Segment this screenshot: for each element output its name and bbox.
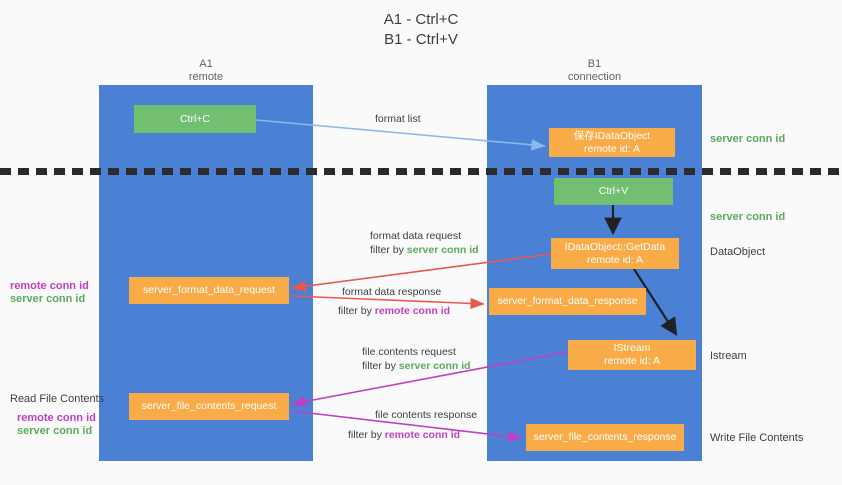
edge-label-format-data-response: format data response filter by remote co… bbox=[338, 285, 451, 318]
caption-remote-conn-id-2: remote conn id bbox=[17, 412, 96, 424]
edge-label-format-list: format list bbox=[375, 112, 421, 126]
node-server-format-data-request[interactable]: server_format_data_request bbox=[129, 277, 289, 304]
node-server-file-contents-response-label: server_file_contents_response bbox=[533, 431, 677, 443]
caption-istream: Istream bbox=[710, 350, 747, 362]
caption-write-file-contents: Write File Contents bbox=[710, 432, 804, 444]
node-server-file-contents-response[interactable]: server_file_contents_response bbox=[526, 424, 684, 451]
caption-server-conn-id-top: server conn id bbox=[710, 133, 786, 145]
edge-label-format-data-request: format data request filter by server con… bbox=[370, 229, 479, 257]
edge-label-file-contents-request: file contents request filter by server c… bbox=[362, 345, 471, 373]
node-server-file-contents-request-label: server_file_contents_request bbox=[141, 400, 277, 412]
node-istream-line2: remote id: A bbox=[603, 355, 661, 367]
edge-file-contents-response-filter-prefix: filter by bbox=[348, 429, 385, 441]
column-header-a1: A1 remote bbox=[188, 58, 224, 83]
edge-file-contents-request-text: file contents request bbox=[362, 346, 456, 358]
phase-divider bbox=[0, 168, 842, 175]
node-ctrl-v-label: Ctrl+V bbox=[598, 185, 629, 197]
node-server-file-contents-request[interactable]: server_file_contents_request bbox=[129, 393, 289, 420]
edge-label-file-contents-response: file contents response filter by remote … bbox=[348, 408, 478, 442]
edge-file-contents-request-filter-prefix: filter by bbox=[362, 360, 399, 372]
caption-server-conn-id-1: server conn id bbox=[10, 293, 86, 305]
caption-server-conn-id-mid: server conn id bbox=[710, 211, 786, 223]
edge-file-contents-response-text: file contents response bbox=[375, 409, 478, 421]
node-getdata-line2: remote id: A bbox=[586, 253, 644, 266]
node-istream-line1: IStream bbox=[613, 342, 651, 354]
node-ctrl-v[interactable]: Ctrl+V bbox=[554, 178, 673, 205]
edge-format-data-request-filter-value: server conn id bbox=[406, 244, 479, 256]
caption-dataobject: DataObject bbox=[710, 246, 766, 258]
edge-format-data-response-filter-prefix: filter by bbox=[338, 305, 375, 317]
node-istream[interactable]: IStream remote id: A bbox=[568, 340, 696, 370]
column-header-b1: B1 connection bbox=[567, 58, 622, 83]
node-getdata-line1: IDataObject::GetData bbox=[564, 240, 666, 253]
node-server-format-data-response-label: server_format_data_response bbox=[497, 295, 638, 307]
edge-format-data-request-filter-prefix: filter by bbox=[370, 244, 407, 256]
edge-label-format-list-text: format list bbox=[375, 113, 421, 125]
node-server-format-data-request-label: server_format_data_request bbox=[143, 284, 275, 296]
caption-server-conn-id-2: server conn id bbox=[17, 425, 93, 437]
caption-remote-conn-id-1: remote conn id bbox=[10, 280, 89, 292]
page-title: A1 - Ctrl+C B1 - Ctrl+V bbox=[383, 11, 459, 48]
node-ctrl-c-label: Ctrl+C bbox=[179, 112, 211, 125]
edge-format-data-request-text: format data request bbox=[370, 230, 462, 242]
edge-format-data-response-filter-value: remote conn id bbox=[374, 305, 451, 317]
caption-read-file-contents: Read File Contents bbox=[10, 393, 105, 405]
edge-format-data-response-text: format data response bbox=[342, 286, 442, 298]
node-save-idataobject-line1: 保存IDataObject bbox=[573, 129, 651, 142]
edge-file-contents-response-filter-value: remote conn id bbox=[384, 429, 461, 441]
node-save-idataobject[interactable]: 保存IDataObject remote id: A bbox=[549, 128, 675, 157]
node-ctrl-c[interactable]: Ctrl+C bbox=[134, 105, 256, 133]
node-save-idataobject-line2: remote id: A bbox=[583, 142, 641, 155]
node-server-format-data-response[interactable]: server_format_data_response bbox=[489, 288, 646, 315]
edge-file-contents-request-filter-value: server conn id bbox=[398, 360, 471, 372]
node-idataobject-getdata[interactable]: IDataObject::GetData remote id: A bbox=[551, 238, 679, 269]
